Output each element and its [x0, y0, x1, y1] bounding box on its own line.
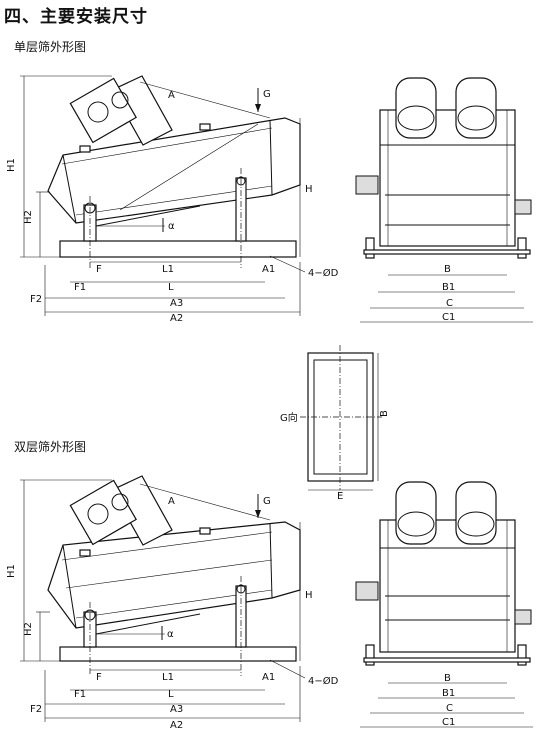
single-side-view: α H1 H2 H A G F L1 A1 4−ØD F1 L F2 A3	[6, 75, 339, 324]
double-motor	[69, 479, 137, 546]
section-title: 四、主要安装尺寸	[4, 7, 148, 27]
single-base	[59, 240, 297, 258]
dim-H: H	[305, 184, 313, 195]
dim-A1-2: A1	[262, 672, 275, 683]
dim-F-2: F	[96, 672, 102, 683]
alpha-label-2: α	[167, 629, 174, 640]
dim-C: C	[446, 298, 453, 309]
dim-L1-2: L1	[162, 672, 174, 683]
single-end-motor-right	[455, 77, 497, 139]
double-base	[59, 646, 297, 662]
single-layer-title: 单层筛外形图	[14, 40, 87, 54]
dim-A: A	[168, 90, 175, 101]
dim-B-2: B	[444, 673, 451, 684]
dim-C1: C1	[442, 312, 455, 323]
dim-H1: H1	[6, 158, 17, 172]
hole-label-2: 4−ØD	[308, 675, 339, 687]
dim-A2-2: A2	[170, 720, 183, 731]
alpha-label: α	[168, 221, 175, 232]
g-arrow-label-2: G	[263, 496, 271, 507]
dim-F2: F2	[30, 294, 42, 305]
dim-L: L	[168, 282, 174, 293]
dim-H1-2: H1	[6, 564, 17, 578]
dim-B: B	[444, 264, 451, 275]
dim-A3-2: A3	[170, 704, 183, 715]
dim-F2-2: F2	[30, 704, 42, 715]
g-view: G向 B E	[280, 345, 390, 502]
single-motor-frame	[111, 75, 173, 146]
dim-B1-2: B1	[442, 688, 455, 699]
g-arrow-label: G	[263, 89, 271, 100]
single-end-motor-left	[395, 77, 437, 139]
dim-H2: H2	[23, 210, 34, 224]
single-end-view: B B1 C C1	[355, 77, 533, 323]
dim-F1-2: F1	[74, 689, 86, 700]
dim-C1-2: C1	[442, 717, 455, 728]
dim-H-2: H	[305, 590, 313, 601]
dim-B1: B1	[442, 282, 455, 293]
dim-L-2: L	[168, 689, 174, 700]
g-view-frame	[307, 352, 374, 482]
dim-C-2: C	[446, 703, 453, 714]
double-side-view: α H1 H2 H A G F L1 A1 4−ØD F1 L F2 A3 A2	[6, 475, 339, 731]
dim-F1: F1	[74, 282, 86, 293]
dim-E: E	[337, 491, 343, 502]
hole-label: 4−ØD	[308, 267, 339, 279]
single-motor	[69, 77, 137, 144]
double-end-view: B B1 C C1	[355, 481, 533, 728]
dim-F: F	[96, 264, 102, 275]
dim-A2: A2	[170, 313, 183, 324]
double-end-motor-right	[455, 481, 497, 545]
double-end-motor-left	[395, 481, 437, 545]
dim-L1: L1	[162, 264, 174, 275]
double-layer-title: 双层筛外形图	[14, 440, 87, 454]
g-view-label: G向	[280, 411, 298, 424]
dim-H2-2: H2	[23, 622, 34, 636]
double-motor-frame	[111, 475, 173, 546]
dim-A1: A1	[262, 264, 275, 275]
dim-A-2: A	[168, 496, 175, 507]
dim-A3: A3	[170, 298, 183, 309]
dim-B-plan: B	[379, 410, 390, 417]
